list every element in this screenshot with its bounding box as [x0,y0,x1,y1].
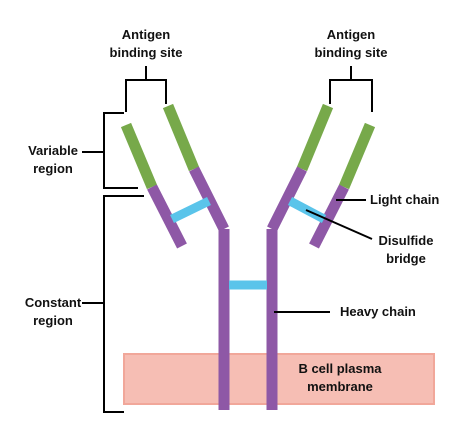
light-chain-left-constant [147,184,187,249]
plasma-membrane [123,353,435,405]
disulfide-bridge-label: Disulfide bridge [378,233,434,266]
heavy-chain-left-constant [189,166,229,232]
variable-region-label: Variable region [28,143,78,176]
light-chain-right-variable [338,122,376,190]
antigen-binding-site-label-left: Antigen binding site [109,27,183,60]
heavy-chain-right-constant [267,166,307,232]
antigen-binding-site-label-right: Antigen binding site [314,27,388,60]
constant-region-bracket [82,195,144,413]
variable-region-bracket [82,112,138,189]
disulfide-bridge-left [170,196,211,224]
heavy-chain-label: Heavy chain [340,304,416,319]
antigen-bracket-left [125,66,167,112]
light-chain-left-variable [120,122,158,190]
disulfide-pointer [305,209,373,240]
light-chain-right-constant [309,184,349,249]
antigen-bracket-right [329,66,373,112]
heavy-chain-right-variable [296,103,334,172]
constant-region-label: Constant region [24,295,82,328]
light-chain-label: Light chain [370,192,440,207]
heavy-chain-left-variable [162,103,200,172]
membrane-label: B cell plasma membrane [298,361,382,394]
